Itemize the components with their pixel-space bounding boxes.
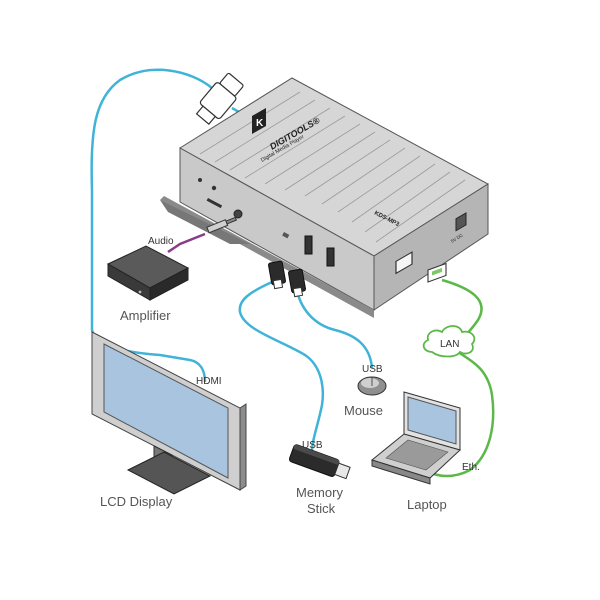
hdmi-connector <box>195 72 244 125</box>
lcd-display-label: LCD Display <box>100 494 173 509</box>
laptop-device <box>370 391 461 485</box>
laptop-label: Laptop <box>407 497 447 512</box>
hdmi-cable <box>90 68 213 383</box>
mouse-label: Mouse <box>344 403 383 418</box>
power-label: 5V DC <box>450 232 465 244</box>
device-top-ribs <box>199 91 466 243</box>
laptop-keyboard <box>385 439 449 471</box>
audio-cable <box>167 232 206 254</box>
lcd-screen <box>103 343 229 479</box>
memory-stick-label-line2: Stick <box>307 501 336 516</box>
kramer-logo-icon: K <box>252 108 266 134</box>
audio-plug <box>206 216 238 234</box>
audio-jack-port <box>233 209 243 219</box>
audio-cable-label: Audio <box>148 236 174 247</box>
ethernet-cable <box>424 350 495 478</box>
laptop-base-edge <box>371 459 431 485</box>
hdmi-port <box>282 231 290 239</box>
mouse-device <box>357 376 387 396</box>
laptop-screen <box>407 396 457 445</box>
memory-stick-device <box>288 444 351 480</box>
lcd-bezel-side <box>239 403 247 491</box>
lcd-display <box>91 331 247 495</box>
ethernet-port <box>395 251 413 275</box>
lan-cloud-icon <box>422 325 476 358</box>
usb-port-2 <box>326 247 335 267</box>
usb-memory-cable-label: USB <box>302 440 323 451</box>
ir-sensor <box>211 185 217 191</box>
lcd-stand-base <box>126 451 212 495</box>
device-right-face <box>373 183 489 311</box>
power-port <box>455 212 467 232</box>
usb-memory-cable <box>238 280 324 453</box>
usb-mouse-cable-label: USB <box>362 364 383 375</box>
lan-label: LAN <box>440 339 459 350</box>
card-slot <box>206 198 223 209</box>
usb-mouse-cable <box>294 285 374 369</box>
usb-port-1 <box>304 235 313 255</box>
rj45-plug <box>427 262 447 283</box>
usb-plug-memory <box>268 260 286 290</box>
hdmi-cable-label: HDMI <box>196 376 222 387</box>
memory-stick-label-line1: Memory <box>296 485 343 500</box>
svg-text:K: K <box>256 118 264 129</box>
amplifier-label: Amplifier <box>120 308 171 323</box>
amplifier-device <box>106 245 190 301</box>
device-base-shadow <box>160 200 250 244</box>
led-indicator <box>198 178 202 182</box>
usb-plug-mouse <box>288 268 306 298</box>
ethernet-cable-label: Eth. <box>462 462 480 473</box>
media-player-device: K DIGITOOLS® Digital Media Player KDS-MP… <box>160 77 489 318</box>
